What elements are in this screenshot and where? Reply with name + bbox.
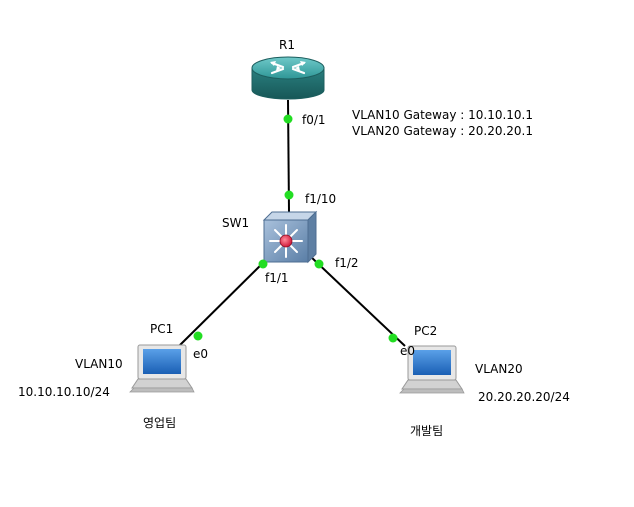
pc1-ip-label: 10.10.10.10/24 xyxy=(18,385,110,399)
port-dot-r1-f0-1 xyxy=(283,114,293,124)
port-dot-sw1-f1-10 xyxy=(284,190,294,200)
port-label-sw1-f1-2: f1/2 xyxy=(335,256,359,270)
gateway-note-vlan10: VLAN10 Gateway : 10.10.10.1 xyxy=(352,108,534,122)
pc2-label: PC2 xyxy=(414,324,438,338)
port-label-pc1-e0: e0 xyxy=(193,347,209,361)
gateway-note-vlan20: VLAN20 Gateway : 20.20.20.1 xyxy=(352,124,534,138)
port-label-sw1-f1-10: f1/10 xyxy=(305,192,337,206)
pc1-computer-icon[interactable] xyxy=(129,344,195,393)
pc1-dept-label: 영업팀 xyxy=(143,416,177,430)
pc2-dept-label: 개발팀 xyxy=(410,424,444,438)
multilayer-switch-icon[interactable] xyxy=(262,210,318,264)
pc2-computer-icon[interactable] xyxy=(399,345,465,394)
port-dot-pc2-e0 xyxy=(388,333,398,343)
link-sw1-pc2[interactable] xyxy=(309,255,406,347)
port-dot-pc1-e0 xyxy=(193,331,203,341)
port-dot-sw1-f1-2 xyxy=(314,259,324,269)
pc1-vlan-label: VLAN10 xyxy=(75,357,123,371)
router-icon[interactable] xyxy=(251,56,325,100)
port-dot-sw1-f1-1 xyxy=(258,259,268,269)
port-label-sw1-f1-1: f1/1 xyxy=(265,271,289,285)
pc1-label: PC1 xyxy=(150,322,174,336)
pc2-ip-label: 20.20.20.20/24 xyxy=(478,390,570,404)
port-label-r1-f0-1: f0/1 xyxy=(302,113,326,127)
router-label: R1 xyxy=(279,38,295,52)
link-sw1-pc1[interactable] xyxy=(179,255,271,346)
pc2-vlan-label: VLAN20 xyxy=(475,362,523,376)
switch-label: SW1 xyxy=(222,216,250,230)
port-label-pc2-e0: e0 xyxy=(400,344,416,358)
